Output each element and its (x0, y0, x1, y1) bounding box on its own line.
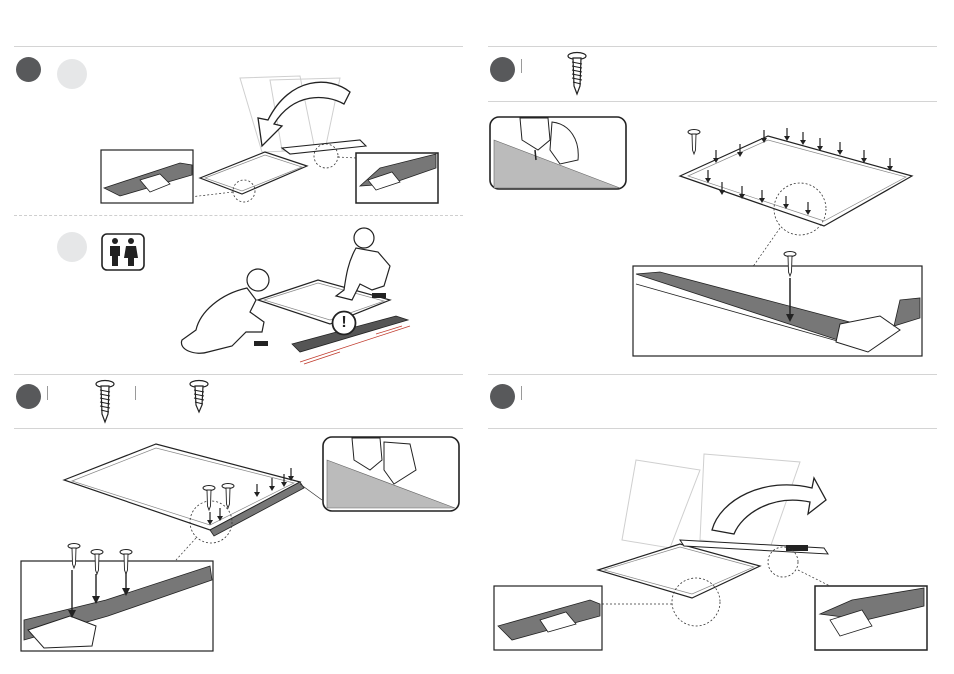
down-arrow-icon (254, 484, 260, 497)
down-arrow-icon (817, 138, 823, 151)
down-arrow-icon (288, 468, 294, 481)
down-arrow-icon (783, 196, 789, 209)
down-arrow-icon (784, 128, 790, 141)
down-arrow-icon (269, 478, 275, 491)
down-arrow-icon (800, 132, 806, 145)
down-arrow-icon (705, 170, 711, 183)
screw-icon (784, 252, 796, 277)
down-arrow-icon (719, 182, 725, 195)
down-arrow-icon (281, 474, 287, 487)
down-arrow-icon (861, 150, 867, 163)
down-arrow-icon (737, 144, 743, 157)
screw-icon (68, 544, 80, 569)
down-arrow-icon (887, 158, 893, 171)
down-arrow-icon (217, 508, 223, 521)
down-arrow-icon (713, 150, 719, 163)
down-arrow-icon (739, 186, 745, 199)
down-arrow-icon (761, 130, 767, 143)
screw-icon (688, 130, 700, 155)
down-arrow-icon (837, 142, 843, 155)
down-arrow-icon (759, 190, 765, 203)
down-arrow-icon (207, 512, 213, 525)
screw-icon (91, 550, 103, 575)
screw-icon (203, 486, 215, 511)
down-arrow-icon (805, 202, 811, 215)
screw-icon (222, 484, 234, 509)
screw-icon (120, 550, 132, 575)
